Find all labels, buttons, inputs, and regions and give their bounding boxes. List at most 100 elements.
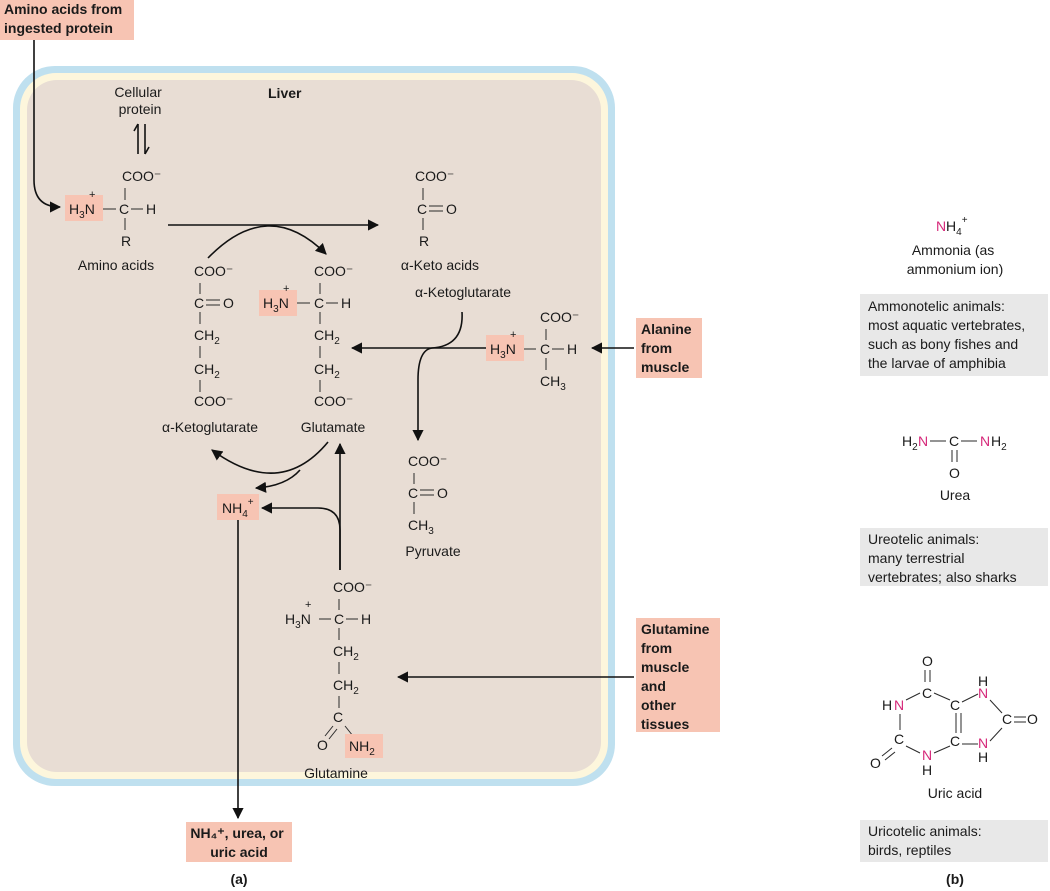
- output-label: NH₄⁺, urea, or uric acid: [190, 825, 287, 860]
- svg-text:O: O: [949, 465, 960, 481]
- keto-acid-structure: COO⁻ C O R: [415, 168, 457, 249]
- svg-text:N: N: [980, 433, 990, 449]
- svg-text:CH2: CH2: [314, 327, 340, 347]
- glutamate-structure: COO⁻ H3N + C H CH2 CH2 COO⁻: [259, 263, 353, 409]
- amino-acid-structure: COO⁻ H3N + C H R: [65, 168, 161, 249]
- ingested-protein-arrow: [33, 40, 62, 213]
- svg-text:C: C: [922, 685, 932, 701]
- svg-text:H: H: [882, 697, 892, 713]
- ammonium-box: [217, 494, 259, 520]
- panel-a-label: (a): [230, 871, 247, 887]
- svg-text:O: O: [437, 485, 448, 501]
- svg-text:O: O: [1027, 711, 1038, 727]
- svg-text:C: C: [334, 611, 344, 627]
- svg-text:O: O: [223, 295, 234, 311]
- svg-text:H3N: H3N: [263, 295, 289, 315]
- svg-text:CH2: CH2: [314, 361, 340, 381]
- akg-to-pyruvate-arrow: [412, 311, 463, 442]
- svg-text:C: C: [540, 341, 550, 357]
- akg-to-glutamate-arc: [207, 225, 327, 259]
- svg-text:C: C: [408, 485, 418, 501]
- svg-text:C: C: [417, 201, 427, 217]
- svg-text:COO⁻: COO⁻: [314, 393, 353, 409]
- urea-caption: Urea: [940, 487, 971, 503]
- glutamine-label: Glutamine: [304, 765, 368, 781]
- output-box: [186, 822, 292, 862]
- svg-text:H4+: H4+: [946, 215, 968, 238]
- svg-text:C: C: [1002, 711, 1012, 727]
- svg-text:N: N: [978, 735, 988, 751]
- keto-acids-label: α-Keto acids: [401, 257, 479, 273]
- svg-text:COO⁻: COO⁻: [194, 393, 233, 409]
- ingested-protein-label: Amino acids from ingested protein: [4, 1, 126, 36]
- svg-text:CH2: CH2: [333, 643, 359, 663]
- glutamine-source-box: [636, 618, 720, 732]
- svg-text:+: +: [305, 599, 311, 611]
- svg-text:H: H: [146, 201, 156, 217]
- svg-text:COO⁻: COO⁻: [408, 453, 447, 469]
- ureotelic-text: Ureotelic animals: many terrestrial vert…: [868, 531, 1017, 585]
- uric-acid-structure: O C H N C C C N H O N H C O N H: [870, 653, 1038, 778]
- ammonia-caption: Ammonia (as ammonium ion): [907, 242, 1003, 277]
- svg-text:N: N: [894, 697, 904, 713]
- svg-text:COO⁻: COO⁻: [333, 579, 372, 595]
- ammonotelic-text: Ammonotelic animals: most aquatic verteb…: [868, 298, 1029, 371]
- urea-structure: H2 N C N H2 O: [902, 433, 1007, 481]
- svg-text:H2: H2: [902, 433, 918, 453]
- glutamate-deamination-arc: [211, 441, 329, 474]
- svg-text:O: O: [317, 737, 328, 753]
- svg-text:NH2: NH2: [349, 738, 375, 758]
- svg-text:H: H: [978, 749, 988, 765]
- svg-text:H3N: H3N: [490, 341, 516, 361]
- svg-text:+: +: [510, 329, 516, 341]
- svg-text:CH3: CH3: [540, 373, 566, 393]
- ammonotelic-box: [860, 294, 1048, 376]
- svg-text:N: N: [922, 747, 932, 763]
- equilibrium-arrows: [133, 123, 150, 155]
- svg-text:N: N: [936, 218, 946, 234]
- svg-text:H: H: [978, 673, 988, 689]
- svg-text:H: H: [567, 341, 577, 357]
- svg-text:COO⁻: COO⁻: [415, 168, 454, 184]
- glutamate-label: Glutamate: [301, 419, 366, 435]
- svg-text:C: C: [949, 433, 959, 449]
- svg-text:H: H: [361, 611, 371, 627]
- svg-text:O: O: [870, 755, 881, 771]
- glutamine-source-label: Glutamine from muscle and other tissues: [641, 621, 713, 732]
- svg-text:C: C: [950, 697, 960, 713]
- svg-text:R: R: [121, 233, 131, 249]
- uric-acid-caption: Uric acid: [928, 785, 982, 801]
- uricotelic-text: Uricotelic animals: birds, reptiles: [868, 823, 985, 858]
- ureotelic-box: [860, 528, 1048, 586]
- svg-text:CH2: CH2: [194, 327, 220, 347]
- svg-text:C: C: [333, 709, 343, 725]
- svg-text:COO⁻: COO⁻: [314, 263, 353, 279]
- liver-compartment: [27, 80, 601, 772]
- svg-text:CH3: CH3: [408, 517, 434, 537]
- svg-text:C: C: [894, 731, 904, 747]
- svg-text:COO⁻: COO⁻: [194, 263, 233, 279]
- svg-text:H3N: H3N: [69, 201, 95, 221]
- svg-text:C: C: [119, 201, 129, 217]
- svg-text:CH2: CH2: [194, 361, 220, 381]
- alanine-structure: COO⁻ H3N + C H CH3: [486, 309, 579, 393]
- glutamate-to-nh4-arrow: [254, 469, 301, 493]
- uricotelic-box: [860, 820, 1048, 862]
- panel-b-label: (b): [946, 871, 964, 887]
- liver-label: Liver: [268, 85, 302, 101]
- ammonium-structure: N H4+: [936, 215, 968, 238]
- svg-text:O: O: [922, 653, 933, 669]
- svg-text:COO⁻: COO⁻: [122, 168, 161, 184]
- amino-acids-label: Amino acids: [78, 257, 154, 273]
- akg-structure: COO⁻ C O CH2 CH2 COO⁻: [194, 263, 234, 409]
- svg-text:C: C: [950, 733, 960, 749]
- pyruvate-label: Pyruvate: [405, 543, 460, 559]
- akg-left-label: α-Ketoglutarate: [162, 419, 258, 435]
- ingested-protein-box: [0, 0, 134, 40]
- svg-text:CH2: CH2: [333, 677, 359, 697]
- svg-text:+: +: [89, 189, 95, 201]
- svg-text:O: O: [446, 201, 457, 217]
- svg-text:COO⁻: COO⁻: [540, 309, 579, 325]
- svg-text:+: +: [283, 283, 289, 295]
